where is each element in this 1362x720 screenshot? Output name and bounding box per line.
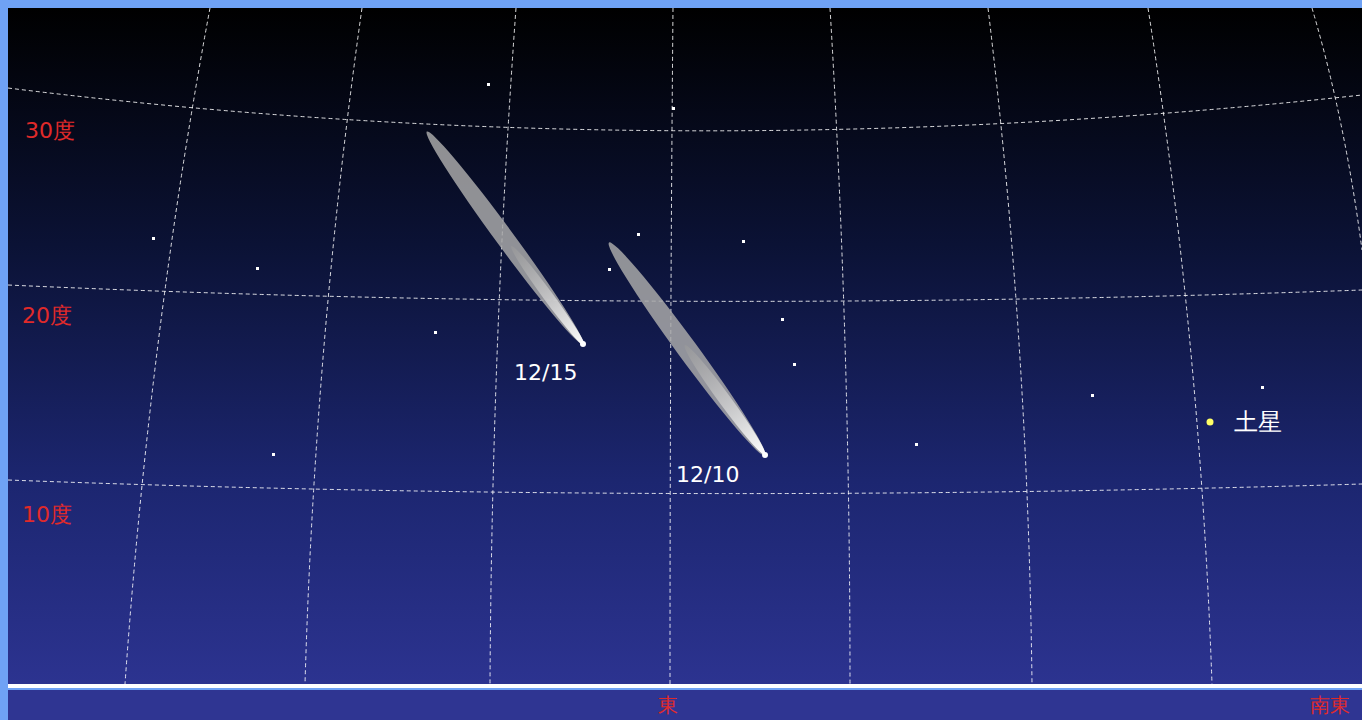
date-label: 12/10 — [676, 464, 739, 486]
altitude-label: 10度 — [22, 504, 72, 526]
direction-label: 東 — [658, 695, 678, 715]
altitude-label: 30度 — [25, 120, 75, 142]
horizon-line — [8, 684, 1362, 688]
saturn-dot — [1207, 419, 1214, 426]
comet-1210 — [601, 237, 773, 462]
sky-ground — [8, 8, 1362, 684]
stars — [152, 83, 1264, 456]
horizon-band — [8, 690, 1362, 720]
grid — [8, 8, 1362, 684]
date-label: 12/15 — [514, 362, 577, 384]
altitude-label: 20度 — [22, 305, 72, 327]
comet-1215 — [420, 126, 591, 349]
planet-label: 土星 — [1234, 410, 1282, 434]
direction-label: 南東 — [1310, 695, 1350, 715]
